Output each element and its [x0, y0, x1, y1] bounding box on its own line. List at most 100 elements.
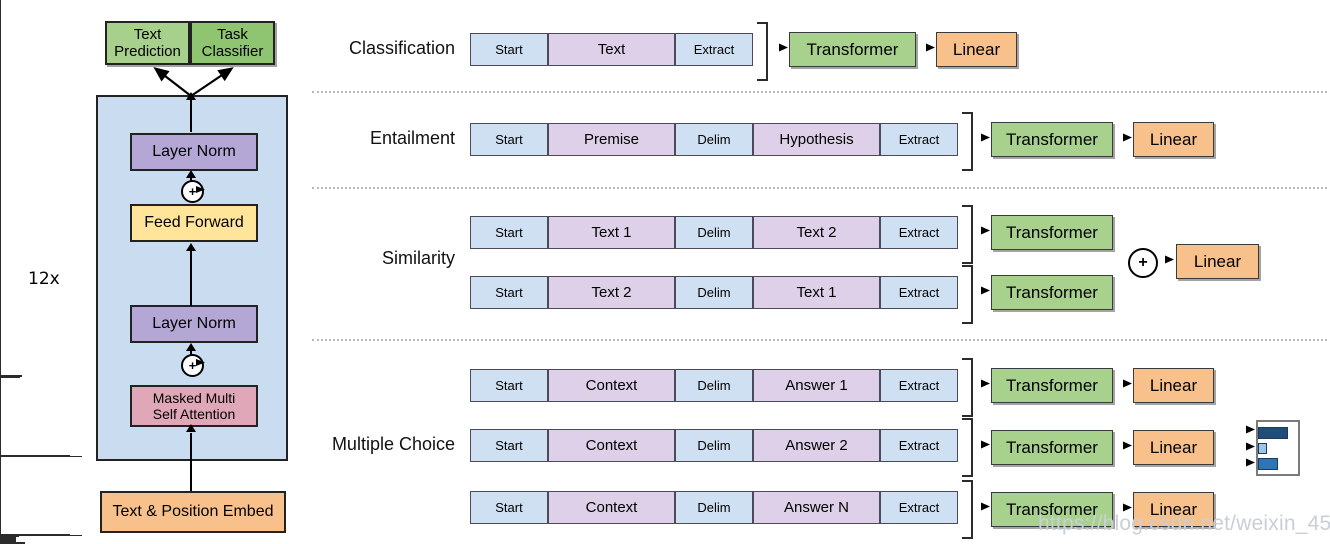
seg-mc-r1-context: Context [548, 369, 675, 402]
arrow-classification-head [779, 43, 788, 52]
seg-mc-r2-delim: Delim [675, 429, 753, 462]
seg-classification-start: Start [470, 33, 548, 66]
arrow-similarity-r2-line [0, 541, 16, 542]
block-feed-forward: Feed Forward [130, 204, 258, 242]
mc-wire-r1-head [1246, 425, 1255, 434]
seg-similarity-r1-text1: Text 1 [548, 216, 675, 249]
seg-label: Text 2 [796, 224, 837, 241]
seg-label: Text 2 [591, 284, 632, 301]
residual-add-bottom: + [181, 354, 204, 377]
seg-similarity-r1-text2: Text 2 [753, 216, 880, 249]
linear-mc-r2: Linear [1133, 430, 1214, 465]
task-label-similarity: Similarity [381, 248, 455, 268]
seg-mc-r1-start: Start [470, 369, 548, 402]
answer-score-chart [1256, 420, 1300, 476]
linear-entailment: Linear [1133, 122, 1214, 157]
seg-mc-r2-start: Start [470, 429, 548, 462]
seg-label: Start [495, 285, 523, 300]
text-position-embed: Text & Position Embed [100, 491, 286, 533]
head-text-prediction: Text Prediction [105, 21, 190, 65]
mc-wire-r3-head [1246, 458, 1255, 467]
seg-label: Start [495, 438, 523, 453]
chart-bar-answer-n [1258, 458, 1278, 470]
ff-spine-line [190, 280, 192, 306]
seg-label: Delim [697, 285, 731, 300]
seg-similarity-r2-delim: Delim [675, 276, 753, 309]
bracket-similarity-r1 [962, 205, 973, 264]
similarity-sum-symbol: + [1138, 254, 1148, 271]
tf-to-lin-mc-r2-head [1123, 441, 1132, 450]
chart-bar-answer-2 [1258, 443, 1267, 454]
separator-2 [312, 187, 1327, 189]
transformer-mc-r3: Transformer [991, 492, 1113, 527]
seg-mc-r3-answer: Answer N [753, 491, 880, 524]
transformer-label: Transformer [806, 39, 899, 59]
transformer-label: Transformer [1006, 282, 1098, 302]
residual-add-top-symbol: + [188, 184, 197, 199]
linear-mc-r1: Linear [1133, 368, 1214, 403]
seg-mc-r2-context: Context [548, 429, 675, 462]
separator-1 [312, 91, 1327, 93]
arrow-similarity-r1-head [981, 226, 990, 235]
tf-to-lin-mc-r1-head [1123, 379, 1132, 388]
chart-bar-answer-1 [1258, 427, 1288, 439]
arrow-similarity-r2-head [981, 286, 990, 295]
transformer-mc-r2: Transformer [991, 430, 1113, 465]
similarity-merge-top-h [0, 542, 25, 543]
block-masked-multi-self-attention: Masked Multi Self Attention [130, 385, 258, 427]
seg-label: Extract [898, 500, 940, 515]
repeat-bracket-bottom [0, 376, 22, 377]
linear-label: Linear [1193, 251, 1242, 271]
task-label-classification: Classification [348, 38, 455, 58]
transformer-entailment: Transformer [991, 122, 1113, 157]
bracket-similarity-r2 [962, 265, 973, 324]
repeat-bracket-top [0, 375, 22, 376]
task-label-multiple-choice: Multiple Choice [331, 434, 455, 454]
linear-similarity: Linear [1176, 244, 1259, 279]
block-msa-line2: Self Attention [152, 406, 236, 422]
head-text-prediction-line1: Text [133, 25, 162, 43]
seg-mc-r3-start: Start [470, 491, 548, 524]
seg-label: Answer 1 [785, 377, 848, 394]
seg-label: Delim [697, 225, 731, 240]
block-layer-norm-top: Layer Norm [130, 133, 258, 171]
seg-label: Answer 2 [785, 437, 848, 454]
seg-mc-r3-extract: Extract [880, 491, 958, 524]
seg-mc-r1-extract: Extract [880, 369, 958, 402]
tf-to-lin-mc-r3-head [1123, 503, 1132, 512]
seg-classification-extract: Extract [675, 33, 753, 66]
seg-label: Context [585, 377, 638, 394]
block-layer-norm-top-label: Layer Norm [152, 142, 236, 160]
seg-similarity-r1-delim: Delim [675, 216, 753, 249]
seg-similarity-r1-start: Start [470, 216, 548, 249]
seg-mc-r1-answer: Answer 1 [753, 369, 880, 402]
arrow-entailment-head [981, 133, 990, 142]
seg-similarity-r2-text1: Text 1 [753, 276, 880, 309]
transformer-similarity-r1: Transformer [991, 215, 1113, 250]
task-label-entailment: Entailment [369, 128, 455, 148]
residual-bottom-arrowhead [196, 359, 205, 366]
seg-label: Delim [697, 500, 731, 515]
seg-label: Extract [898, 438, 940, 453]
head-arrows [153, 66, 234, 97]
arrow-mc-r3-head [981, 502, 990, 511]
seg-label: Extract [898, 132, 940, 147]
sum-to-linear-head [1165, 255, 1174, 264]
head-task-classifier: Task Classifier [190, 21, 275, 65]
transformer-label: Transformer [1006, 129, 1098, 149]
linear-mc-r3: Linear [1133, 492, 1214, 527]
residual-wire-top-horizontal [0, 455, 70, 456]
residual-top-arrowhead [196, 186, 205, 193]
seg-mc-r2-extract: Extract [880, 429, 958, 462]
seg-label: Extract [898, 285, 940, 300]
seg-label: Start [495, 500, 523, 515]
transformer-label: Transformer [1006, 222, 1098, 242]
residual-wire-bottom-horizontal [0, 534, 70, 535]
residual-wire-bottom-vertical [0, 457, 1, 534]
block-spine-top-arrow [186, 92, 196, 100]
arrow-entailment-line [0, 538, 16, 539]
seg-entailment-extract: Extract [880, 123, 958, 156]
residual-wire-top-vertical [0, 378, 1, 455]
seg-classification-text: Text [548, 33, 675, 66]
linear-label: Linear [1149, 375, 1198, 395]
